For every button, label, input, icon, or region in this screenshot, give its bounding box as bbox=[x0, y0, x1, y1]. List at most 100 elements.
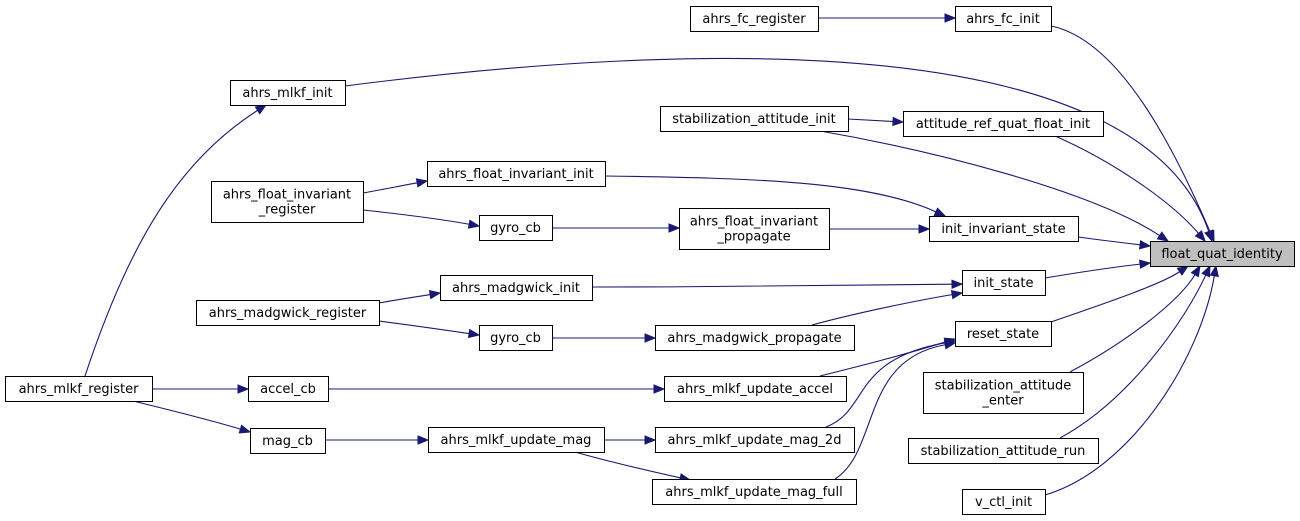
arrowhead-icon bbox=[644, 435, 657, 445]
node-gyro-cb-1[interactable]: gyro_cb bbox=[479, 215, 553, 241]
edge-line bbox=[344, 57, 1210, 232]
node-label: gyro_cb bbox=[490, 331, 541, 346]
node-label: ahrs_madgwick_register bbox=[209, 306, 367, 321]
edge-line bbox=[1044, 263, 1141, 279]
edge-ahrs-mlkf-init-to-float-quat-identity bbox=[344, 57, 1214, 243]
node-ahrs-mlkf-register[interactable]: ahrs_mlkf_register bbox=[5, 376, 153, 402]
edge-line bbox=[362, 209, 470, 225]
edge-line bbox=[1044, 275, 1215, 496]
edge-line bbox=[825, 342, 946, 428]
node-label: init_state bbox=[974, 276, 1034, 291]
arrowhead-icon bbox=[467, 328, 481, 339]
node-box bbox=[655, 427, 855, 453]
node-box bbox=[230, 80, 346, 106]
arrowhead-icon bbox=[415, 178, 429, 188]
node-init-invariant-state[interactable]: init_invariant_state bbox=[929, 216, 1079, 242]
edge-ahrs-mlkf-update-mag-full-to-reset-state bbox=[834, 340, 957, 480]
node-box bbox=[248, 376, 329, 402]
node-stabilization-attitude-run[interactable]: stabilization_attitude_run bbox=[908, 438, 1099, 464]
node-attitude-ref-quat-float-init[interactable]: attitude_ref_quat_float_init bbox=[903, 111, 1104, 137]
node-init-state[interactable]: init_state bbox=[962, 270, 1046, 296]
edge-line bbox=[132, 400, 241, 430]
node-label: stabilization_attitude_run bbox=[921, 444, 1086, 459]
node-box bbox=[903, 111, 1104, 137]
node-label: ahrs_float_invariant bbox=[223, 188, 351, 203]
node-ahrs-madgwick-register[interactable]: ahrs_madgwick_register bbox=[196, 300, 380, 326]
arrowhead-icon bbox=[467, 219, 481, 229]
edge-line bbox=[604, 175, 937, 213]
node-label: ahrs_mlkf_update_mag_2d bbox=[668, 433, 842, 448]
edge-ahrs-float-invariant-register-to-gyro-cb-1 bbox=[362, 209, 481, 229]
edge-line bbox=[819, 130, 1160, 236]
edge-ahrs-madgwick-propagate-to-init-state bbox=[811, 290, 964, 326]
edge-ahrs-float-invariant-init-to-init-invariant-state bbox=[604, 175, 947, 217]
node-ahrs-float-invariant-register[interactable]: ahrs_float_invariant_register bbox=[211, 181, 364, 223]
edge-ahrs-fc-register-to-ahrs-fc-init bbox=[818, 13, 957, 23]
node-label: ahrs_float_invariant bbox=[690, 215, 818, 230]
arrowhead-icon bbox=[1156, 231, 1170, 242]
edge-line bbox=[1069, 274, 1196, 373]
node-accel-cb[interactable]: accel_cb bbox=[248, 376, 329, 402]
node-box bbox=[5, 376, 153, 402]
edge-line bbox=[378, 320, 470, 335]
edge-stabilization-attitude-init-to-attitude-ref-quat-float-init bbox=[847, 116, 905, 127]
node-ahrs-fc-register[interactable]: ahrs_fc_register bbox=[690, 6, 819, 32]
node-stabilization-attitude-init[interactable]: stabilization_attitude_init bbox=[660, 106, 849, 132]
node-v-ctl-init[interactable]: v_ctl_init bbox=[962, 489, 1046, 515]
node-box bbox=[427, 161, 606, 187]
edge-line bbox=[811, 294, 953, 326]
node-ahrs-mlkf-update-mag-2d[interactable]: ahrs_mlkf_update_mag_2d bbox=[655, 427, 855, 453]
edge-ahrs-mlkf-update-mag-to-ahrs-mlkf-update-mag-2d bbox=[604, 435, 657, 445]
edge-mag-cb-to-ahrs-mlkf-update-mag bbox=[325, 435, 430, 445]
node-reset-state[interactable]: reset_state bbox=[955, 321, 1052, 347]
node-ahrs-float-invariant-propagate[interactable]: ahrs_float_invariant_propagate bbox=[679, 208, 830, 250]
node-ahrs-mlkf-update-mag[interactable]: ahrs_mlkf_update_mag bbox=[428, 427, 605, 453]
arrowhead-icon bbox=[254, 104, 268, 115]
node-float-quat-identity[interactable]: float_quat_identity bbox=[1150, 241, 1295, 267]
node-label: ahrs_fc_init bbox=[966, 12, 1040, 27]
node-label: ahrs_mlkf_update_accel bbox=[677, 382, 833, 397]
node-box bbox=[908, 438, 1099, 464]
node-label: mag_cb bbox=[262, 434, 313, 449]
arrowhead-icon bbox=[237, 384, 250, 394]
node-box bbox=[655, 325, 855, 351]
node-label: accel_cb bbox=[260, 382, 316, 397]
node-ahrs-mlkf-init[interactable]: ahrs_mlkf_init bbox=[230, 80, 346, 106]
node-mag-cb[interactable]: mag_cb bbox=[250, 428, 326, 454]
node-label: _propagate bbox=[716, 230, 790, 245]
node-ahrs-float-invariant-init[interactable]: ahrs_float_invariant_init bbox=[427, 161, 606, 187]
node-ahrs-madgwick-propagate[interactable]: ahrs_madgwick_propagate bbox=[655, 325, 855, 351]
node-box bbox=[664, 376, 847, 402]
node-label: ahrs_mlkf_register bbox=[19, 382, 139, 397]
arrowhead-icon bbox=[1209, 264, 1219, 278]
edge-reset-state-to-float-quat-identity bbox=[1050, 265, 1190, 323]
arrowhead-icon bbox=[1190, 264, 1201, 278]
edge-line bbox=[1050, 271, 1181, 323]
node-box bbox=[955, 6, 1052, 32]
edge-line bbox=[84, 109, 258, 377]
node-box bbox=[652, 479, 857, 505]
arrowhead-icon bbox=[944, 13, 957, 23]
node-ahrs-madgwick-init[interactable]: ahrs_madgwick_init bbox=[440, 275, 593, 301]
node-gyro-cb-2[interactable]: gyro_cb bbox=[479, 325, 553, 351]
edge-line bbox=[591, 283, 953, 288]
edge-ahrs-float-invariant-propagate-to-init-invariant-state bbox=[828, 224, 931, 234]
node-label: gyro_cb bbox=[490, 221, 541, 236]
node-ahrs-fc-init[interactable]: ahrs_fc_init bbox=[955, 6, 1052, 32]
node-stabilization-attitude-enter[interactable]: stabilization_attitude_enter bbox=[923, 372, 1084, 414]
node-label: init_invariant_state bbox=[941, 222, 1065, 237]
arrowhead-icon bbox=[417, 435, 430, 445]
node-box bbox=[929, 216, 1079, 242]
nodes-layer: float_quat_identity ahrs_fc_register ahrs_… bbox=[5, 6, 1295, 515]
edge-line bbox=[574, 451, 681, 479]
edge-line bbox=[362, 182, 418, 194]
edge-line bbox=[1077, 236, 1141, 246]
node-ahrs-mlkf-update-mag-full[interactable]: ahrs_mlkf_update_mag_full bbox=[652, 479, 857, 505]
node-label: stabilization_attitude bbox=[935, 379, 1071, 394]
node-box bbox=[1150, 241, 1295, 267]
arrowhead-icon bbox=[1194, 229, 1206, 243]
arrowhead-icon bbox=[668, 223, 681, 233]
node-ahrs-mlkf-update-accel[interactable]: ahrs_mlkf_update_accel bbox=[664, 376, 847, 402]
edges-layer bbox=[84, 13, 1219, 496]
